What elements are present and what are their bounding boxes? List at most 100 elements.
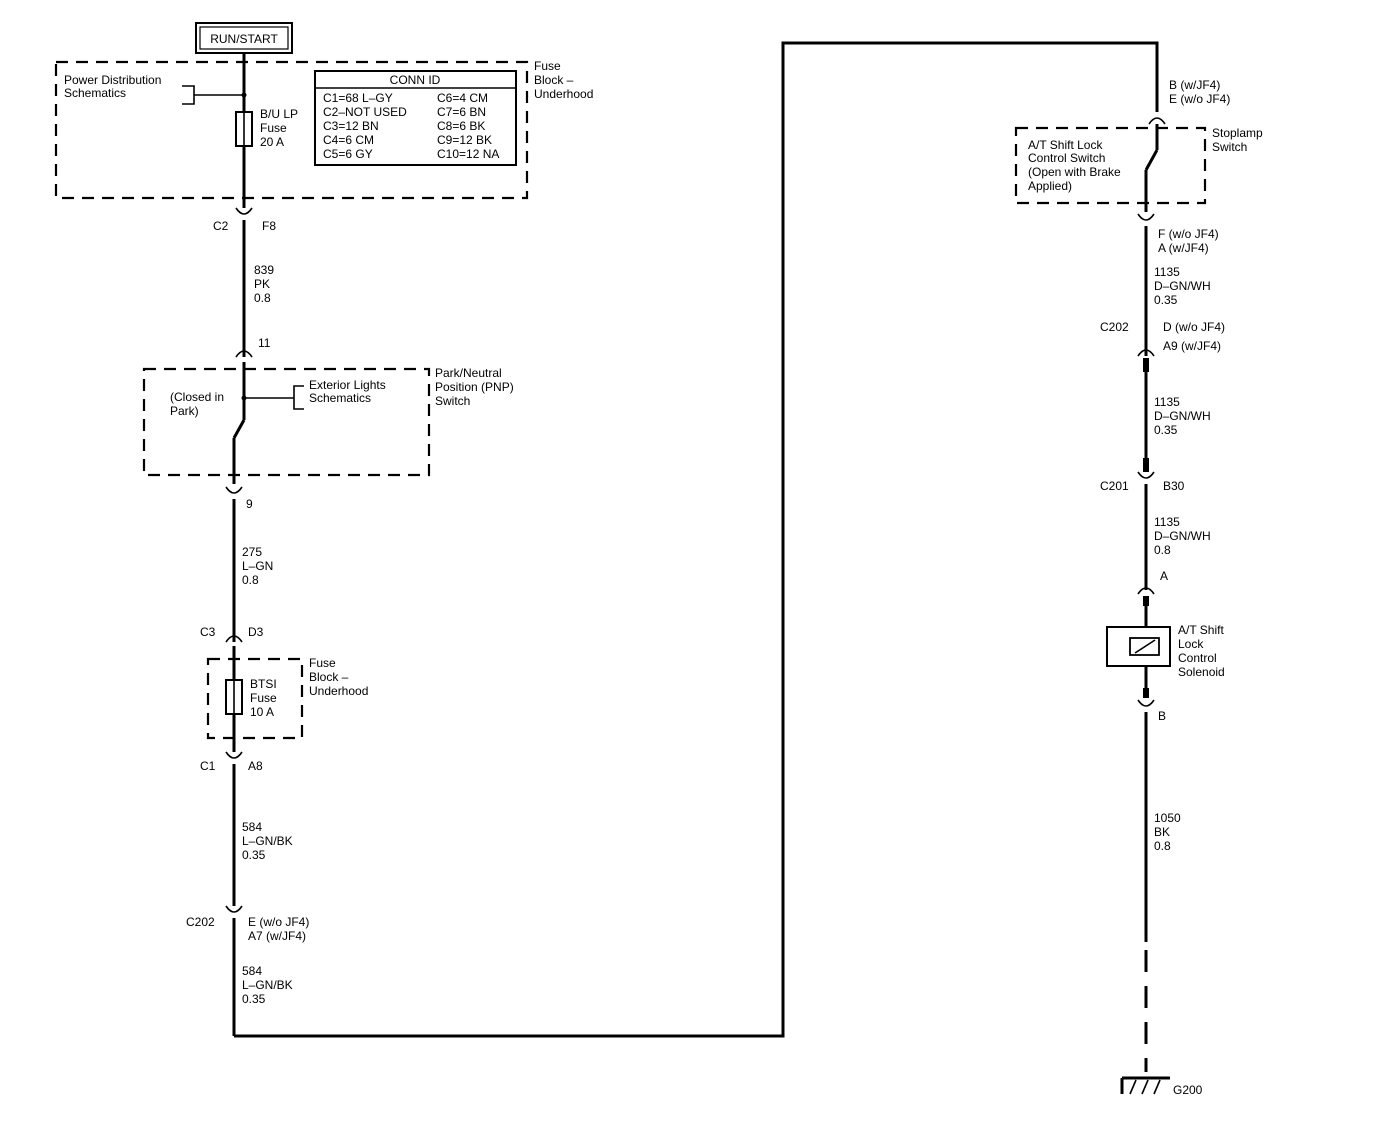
svg-text:A: A [1160, 569, 1168, 583]
svg-text:B (w/JF4): B (w/JF4) [1169, 78, 1220, 92]
svg-text:Solenoid: Solenoid [1178, 665, 1225, 679]
ground-icon [1120, 1076, 1170, 1095]
svg-text:0.8: 0.8 [1154, 839, 1171, 853]
wire-584-crossover [234, 41, 1159, 1038]
svg-text:Stoplamp: Stoplamp [1212, 126, 1263, 140]
svg-text:D–GN/WH: D–GN/WH [1154, 279, 1211, 293]
svg-text:E (w/o JF4): E (w/o JF4) [248, 915, 309, 929]
fuse-block-bottom-outline [206, 657, 304, 740]
svg-text:0.35: 0.35 [242, 992, 266, 1006]
run-start-label: RUN/START [195, 22, 293, 54]
stoplamp-pin-in: B (w/JF4) E (w/o JF4) [1148, 78, 1230, 125]
svg-text:Schematics: Schematics [309, 391, 371, 405]
svg-text:C1=68 L–GY: C1=68 L–GY [323, 91, 393, 105]
solenoid-pin-b: B [1137, 688, 1166, 723]
svg-text:Fuse: Fuse [260, 121, 287, 135]
connector-pnp-11: 11 [235, 336, 271, 358]
svg-text:D (w/o JF4): D (w/o JF4) [1163, 320, 1225, 334]
stoplamp-switch-title: Stoplamp Switch [1212, 126, 1263, 154]
svg-text:C9=12 BK: C9=12 BK [437, 133, 492, 147]
fuse-block-top-title: Fuse Block – Underhood [534, 59, 593, 101]
wire-584-upper-label: 584 L–GN/BK 0.35 [242, 820, 293, 862]
svg-text:1050: 1050 [1154, 811, 1181, 825]
stoplamp-pin-out: F (w/o JF4) A (w/JF4) [1137, 213, 1219, 255]
svg-text:A/T Shift: A/T Shift [1178, 623, 1224, 637]
svg-text:Underhood: Underhood [534, 87, 593, 101]
svg-text:0.8: 0.8 [242, 573, 259, 587]
svg-text:Exterior Lights: Exterior Lights [309, 378, 386, 392]
stoplamp-switch-contact [1144, 124, 1159, 212]
svg-text:Applied): Applied) [1028, 179, 1072, 193]
svg-text:C202: C202 [1100, 320, 1129, 334]
svg-text:C10=12 NA: C10=12 NA [437, 147, 499, 161]
power-distribution-ref: Power Distribution Schematics [64, 73, 247, 105]
stoplamp-switch-outline [1014, 126, 1207, 205]
svg-text:10 A: 10 A [250, 705, 274, 719]
svg-text:B/U LP: B/U LP [260, 107, 298, 121]
svg-text:Fuse: Fuse [309, 656, 336, 670]
svg-text:1135: 1135 [1154, 395, 1180, 409]
stoplamp-switch-desc: A/T Shift Lock Control Switch (Open with… [1028, 138, 1121, 193]
svg-text:RUN/START: RUN/START [210, 32, 278, 46]
shift-lock-solenoid [1106, 606, 1171, 690]
svg-text:C1: C1 [200, 759, 216, 773]
svg-text:Schematics: Schematics [64, 86, 126, 100]
svg-text:C6=4 CM: C6=4 CM [437, 91, 488, 105]
wire-1135-a-label: 1135 D–GN/WH 0.35 [1154, 265, 1211, 307]
svg-text:BTSI: BTSI [250, 677, 277, 691]
svg-text:C202: C202 [186, 915, 215, 929]
fuse-block-top-outline [54, 60, 529, 200]
svg-text:D–GN/WH: D–GN/WH [1154, 409, 1211, 423]
svg-text:L–GN/BK: L–GN/BK [242, 978, 293, 992]
svg-text:0.8: 0.8 [254, 291, 271, 305]
svg-text:CONN ID: CONN ID [390, 73, 441, 87]
svg-text:A8: A8 [248, 759, 263, 773]
svg-text:20 A: 20 A [260, 135, 284, 149]
svg-text:C201: C201 [1100, 479, 1129, 493]
svg-text:(Open with Brake: (Open with Brake [1028, 165, 1121, 179]
svg-text:Position (PNP): Position (PNP) [435, 380, 514, 394]
svg-text:Power Distribution: Power Distribution [64, 73, 161, 87]
connector-c3: C3 D3 [200, 625, 264, 643]
svg-text:C8=6 BK: C8=6 BK [437, 119, 485, 133]
connector-c202-right: C202 D (w/o JF4) A9 (w/JF4) [1100, 320, 1225, 372]
svg-text:1135: 1135 [1154, 515, 1180, 529]
svg-text:275: 275 [242, 545, 262, 559]
svg-text:11: 11 [258, 336, 271, 350]
svg-text:C4=6 CM: C4=6 CM [323, 133, 374, 147]
svg-text:C3=12 BN: C3=12 BN [323, 119, 379, 133]
svg-text:0.35: 0.35 [1154, 293, 1178, 307]
pnp-switch-outline [142, 367, 431, 477]
svg-text:Underhood: Underhood [309, 684, 368, 698]
svg-text:Switch: Switch [1212, 140, 1247, 154]
svg-text:L–GN: L–GN [242, 559, 273, 573]
svg-text:F (w/o JF4): F (w/o JF4) [1158, 227, 1219, 241]
svg-text:Fuse: Fuse [534, 59, 561, 73]
svg-text:A (w/JF4): A (w/JF4) [1158, 241, 1209, 255]
svg-text:Lock: Lock [1178, 637, 1204, 651]
connector-c2: C2 F8 [213, 207, 276, 233]
svg-text:Block –: Block – [534, 73, 574, 87]
connector-pnp-9: 9 [225, 486, 253, 511]
bu-lp-fuse: B/U LP Fuse 20 A [235, 107, 298, 149]
svg-text:Park): Park) [170, 404, 199, 418]
pnp-switch-state: (Closed in Park) [170, 390, 224, 418]
svg-text:E (w/o JF4): E (w/o JF4) [1169, 92, 1230, 106]
svg-text:Block –: Block – [309, 670, 349, 684]
svg-text:C2: C2 [213, 219, 229, 233]
svg-text:Park/Neutral: Park/Neutral [435, 366, 502, 380]
solenoid-title: A/T Shift Lock Control Solenoid [1178, 623, 1225, 679]
svg-text:C7=6 BN: C7=6 BN [437, 105, 486, 119]
solenoid-pin-a: A [1137, 569, 1168, 606]
svg-text:D3: D3 [248, 625, 264, 639]
svg-text:F8: F8 [262, 219, 276, 233]
svg-text:584: 584 [242, 820, 262, 834]
wire-584-lower-label: 584 L–GN/BK 0.35 [242, 964, 293, 1006]
svg-text:L–GN/BK: L–GN/BK [242, 834, 293, 848]
svg-text:839: 839 [254, 263, 274, 277]
svg-text:C5=6 GY: C5=6 GY [323, 147, 373, 161]
svg-text:A/T Shift Lock: A/T Shift Lock [1028, 138, 1103, 152]
svg-text:Switch: Switch [435, 394, 470, 408]
wire-1050-label: 1050 BK 0.8 [1154, 811, 1181, 853]
